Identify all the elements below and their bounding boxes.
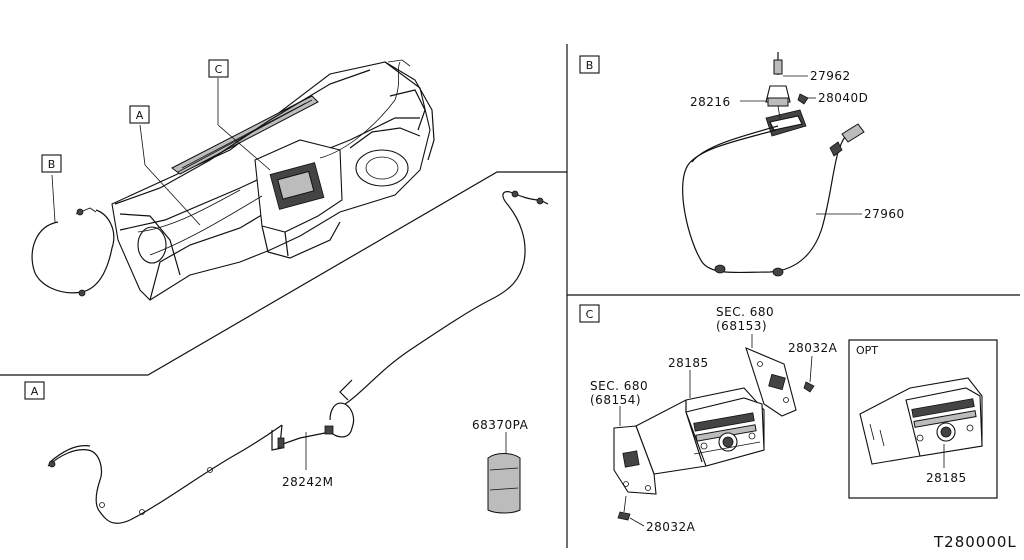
callout-overview-b: B [41,154,62,173]
svg-text:SEC. 680: SEC. 680 [590,379,648,393]
antenna-cover-68370pa: 68370PA [472,418,529,514]
audio-unit-assembly: SEC. 680 (68153) 28032A 28185 SEC. 680 (… [590,305,838,534]
svg-text:28040D: 28040D [818,91,868,105]
svg-text:C: C [215,63,223,76]
svg-text:28185: 28185 [926,471,967,485]
svg-text:28242M: 28242M [282,475,334,489]
overview-leaders [51,78,271,226]
svg-text:28032A: 28032A [788,341,838,355]
callout-section-b: B [579,55,600,74]
svg-text:27962: 27962 [810,69,851,83]
panel-dividers [0,44,1020,548]
callout-overview-a: A [129,105,150,124]
callout-section-c: C [579,304,600,323]
svg-text:A: A [31,385,39,398]
callout-overview-c: C [208,59,229,78]
svg-text:SEC. 680: SEC. 680 [716,305,774,319]
callout-section-a: A [24,381,45,400]
svg-text:C: C [586,308,594,321]
svg-text:(68153): (68153) [716,319,767,333]
svg-text:28032A: 28032A [646,520,696,534]
svg-text:OPT: OPT [856,344,878,357]
svg-text:A: A [136,109,144,122]
svg-text:28185: 28185 [668,356,709,370]
svg-text:B: B [586,59,594,72]
antenna-assembly: 27962 28216 28040D 27960 [682,52,905,277]
harness-28242m: 28242M [47,190,549,524]
opt-variant-box: OPT 28185 [848,339,998,499]
svg-text:B: B [48,158,56,171]
dashboard-overview [31,59,435,301]
svg-text:27960: 27960 [864,207,905,221]
svg-text:28216: 28216 [690,95,731,109]
svg-text:68370PA: 68370PA [472,418,529,432]
drawing-code: T280000L [933,533,1017,551]
svg-text:(68154): (68154) [590,393,641,407]
